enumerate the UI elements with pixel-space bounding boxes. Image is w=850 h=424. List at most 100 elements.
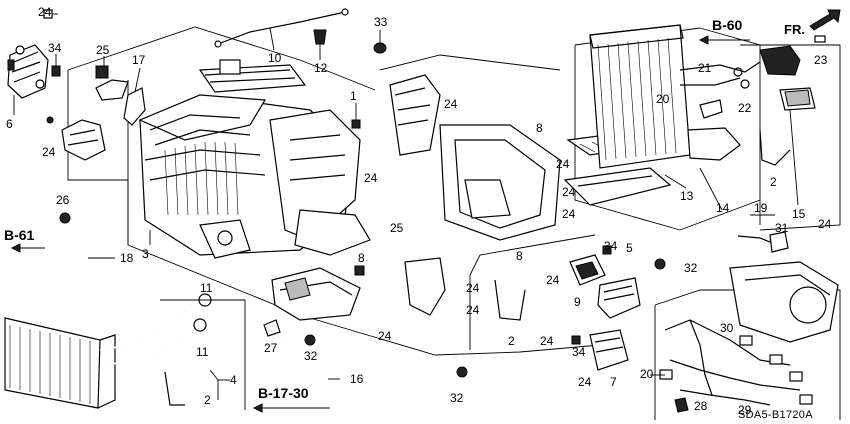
callout-2-c: 2 [204, 393, 211, 407]
part-26-nut [59, 212, 71, 224]
part-9-resistor [569, 254, 606, 286]
callout-28: 28 [694, 399, 708, 413]
part-34-screw-top [51, 65, 61, 77]
callout-32-b: 32 [450, 391, 464, 405]
part-11-oring [193, 293, 212, 332]
duct-bracket [404, 257, 446, 316]
callout-24-m: 24 [578, 375, 592, 389]
callout-24-c: 24 [364, 171, 378, 185]
callout-24-l: 24 [540, 334, 554, 348]
part-18-drain-hose [44, 219, 115, 260]
part-3-heater-unit [138, 59, 371, 259]
callout-25-a: 25 [96, 43, 110, 57]
part-28-clip [674, 397, 689, 413]
callout-16: 16 [350, 372, 364, 386]
callout-33: 33 [374, 15, 388, 29]
callout-20-top: 20 [656, 92, 670, 106]
front-arrow-icon [809, 9, 841, 31]
callout-24-i: 24 [546, 273, 560, 287]
callout-31: 31 [775, 221, 789, 235]
part-32-screw-mid [304, 334, 316, 346]
callout-24-h: 24 [818, 217, 832, 231]
part-8-clip-mid [354, 265, 365, 276]
callout-34-a: 34 [48, 41, 62, 55]
callout-20: 20 [640, 367, 654, 381]
part-heater-core [4, 317, 116, 409]
callout-32-a: 32 [684, 261, 698, 275]
callout-23: 23 [814, 53, 828, 67]
callout-10: 10 [268, 51, 282, 65]
callout-4: 4 [230, 373, 237, 387]
callout-32-c: 32 [304, 349, 318, 363]
part-2-clip-right [759, 129, 791, 166]
part-25-grommet [95, 65, 109, 79]
part-24-screw-topleft [43, 9, 58, 19]
callout-15: 15 [792, 207, 806, 221]
callout-24-k: 24 [466, 303, 480, 317]
part-21-oring [733, 67, 743, 77]
part-14-evaporator-core [589, 24, 691, 169]
blower-unit-ghost [729, 261, 839, 343]
part-2-clip-bottom [164, 371, 185, 406]
part-24-bracket-left [46, 116, 106, 161]
callout-34-b: 34 [604, 239, 618, 253]
callout-24-e: 24 [556, 157, 570, 171]
callout-9: 9 [574, 295, 581, 309]
callouts: 24 34 6 25 17 24 26 18 3 10 12 33 1 24 2… [6, 5, 832, 417]
duct-lower [271, 267, 361, 321]
part-1-clip [351, 119, 361, 129]
callout-24-a: 24 [38, 5, 52, 19]
leader-lines [13, 27, 799, 400]
callout-24-n: 24 [378, 329, 392, 343]
callout-24-b: 24 [42, 145, 56, 159]
part-17-sensor [95, 67, 146, 126]
ref-label-b61: B-61 [4, 227, 35, 243]
callout-30: 30 [720, 321, 734, 335]
evaporator-pipes [679, 61, 761, 86]
part-10-cable [214, 8, 349, 48]
callout-17: 17 [132, 53, 146, 67]
callout-6: 6 [6, 117, 13, 131]
callout-19: 19 [754, 201, 768, 215]
part-2-clip-mid [494, 279, 526, 321]
callout-13: 13 [680, 189, 694, 203]
part-7-actuator [589, 329, 629, 371]
callout-5: 5 [626, 241, 633, 255]
part-16-hose [284, 340, 332, 393]
ref-label-b60: B-60 [712, 17, 743, 33]
part-23-expansion-valve [759, 35, 826, 76]
callout-11-a: 11 [200, 281, 213, 295]
part-20-wire-harness [659, 319, 813, 406]
front-indicator: FR. [784, 9, 841, 37]
callout-24-d: 24 [444, 97, 458, 111]
callout-27: 27 [264, 341, 278, 355]
part-6-mode-actuator [7, 44, 49, 99]
part-27-clip [263, 319, 281, 337]
part-33-grommet [373, 42, 387, 54]
ref-label-b1730: B-17-30 [258, 385, 309, 401]
ref-b61: B-61 [4, 227, 45, 253]
callout-8-b: 8 [358, 251, 365, 265]
callout-26: 26 [56, 193, 70, 207]
part-19-cable [737, 235, 776, 245]
callout-2-a: 2 [770, 175, 777, 189]
ref-b1730: B-17-30 [252, 385, 330, 413]
evaporator-bracket [779, 87, 816, 111]
diagram-code: SDA5-B1720A [738, 409, 813, 421]
part-32-screw-lower [456, 258, 666, 378]
callout-11-b: 11 [196, 345, 209, 359]
part-13-filter-lid [563, 167, 672, 206]
callout-8-c: 8 [516, 249, 523, 263]
callout-24-j: 24 [466, 281, 480, 295]
callout-2-b: 2 [508, 334, 515, 348]
callout-24-f: 24 [562, 185, 576, 199]
ref-b60: B-60 [698, 17, 750, 45]
callout-21: 21 [698, 61, 712, 75]
callout-8-a: 8 [536, 121, 543, 135]
part-12-grommet [313, 29, 327, 45]
callout-24-g: 24 [562, 207, 576, 221]
part-22-oring [740, 79, 750, 89]
callout-1: 1 [350, 89, 357, 103]
part-31-connector [769, 231, 789, 253]
